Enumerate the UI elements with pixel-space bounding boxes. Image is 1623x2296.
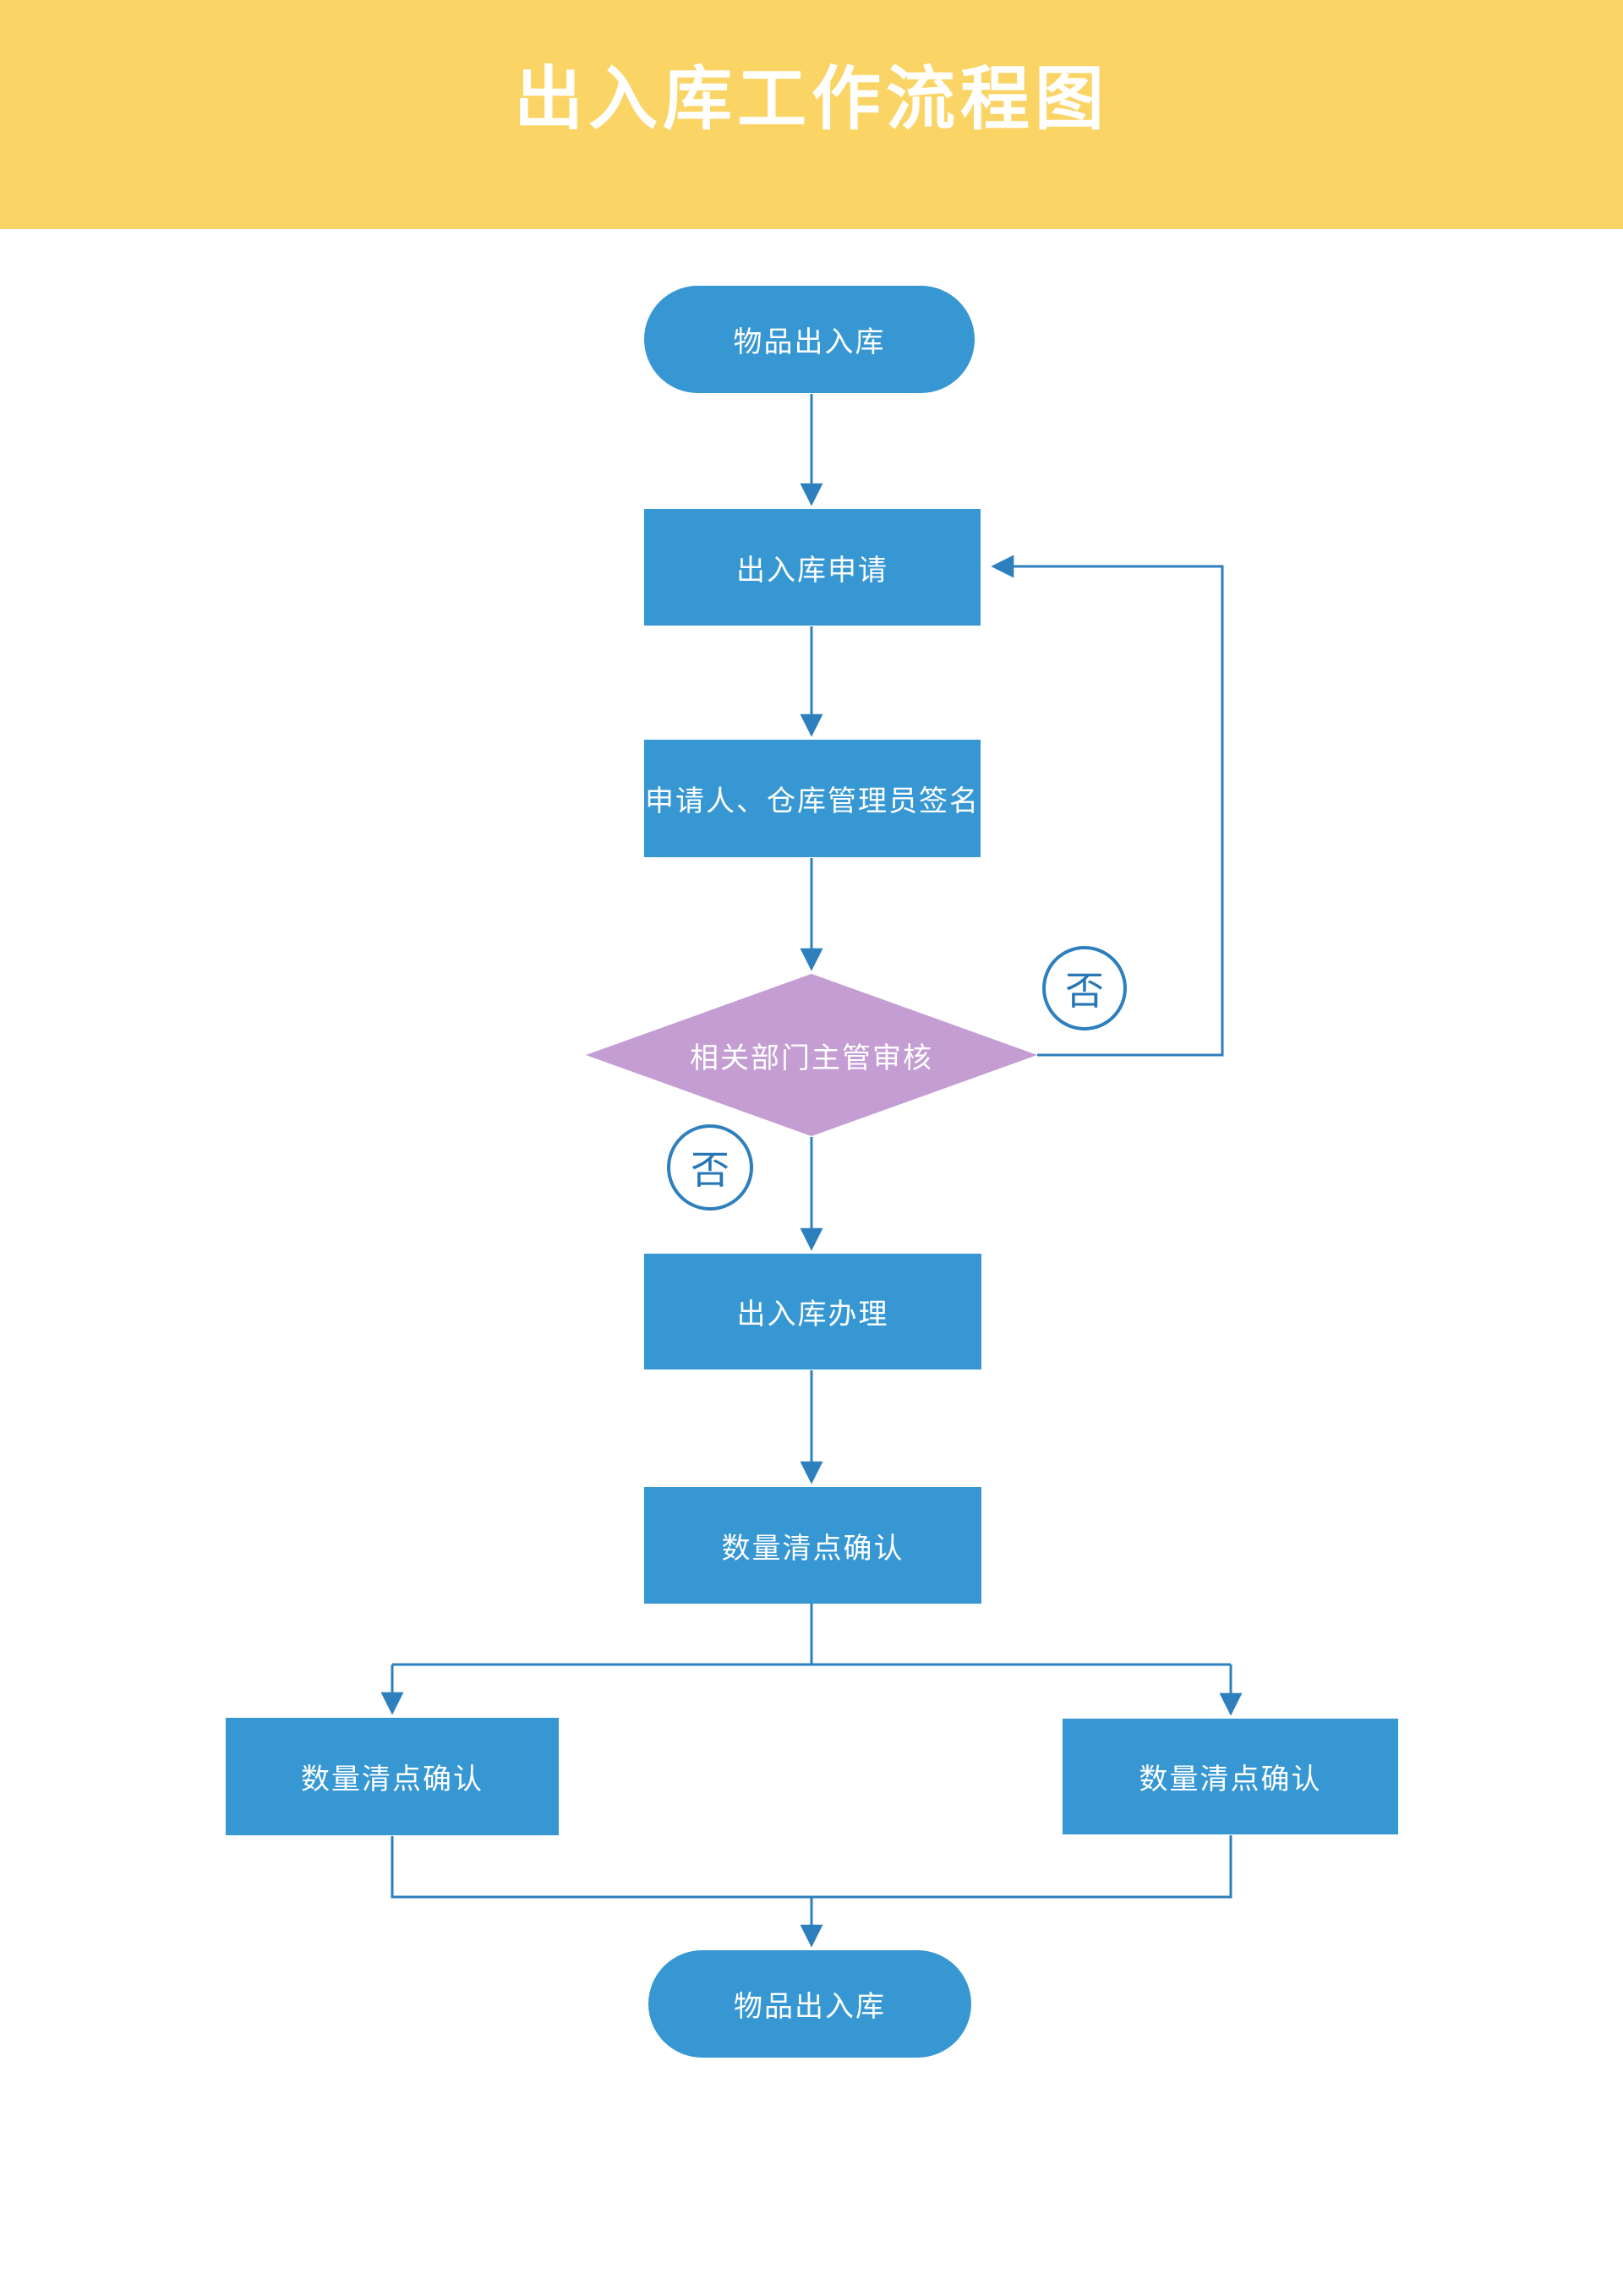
node-review-label: 相关部门主管审核 — [690, 1041, 933, 1074]
node-count-right-label: 数量清点确认 — [1139, 1763, 1322, 1796]
node-start: 物品出入库 — [644, 286, 975, 393]
node-count-right: 数量清点确认 — [1063, 1719, 1398, 1834]
no-label-left: 否 — [691, 1148, 730, 1192]
no-label-circle-right: 否 — [1042, 946, 1127, 1030]
node-apply-label: 出入库申请 — [736, 554, 888, 587]
node-end-label: 物品出入库 — [734, 1991, 886, 2023]
page-title: 出入库工作流程图 — [513, 61, 1109, 138]
node-end: 物品出入库 — [648, 1950, 971, 2058]
node-sign: 申请人、仓库管理员签名 — [644, 740, 981, 857]
no-label-circle-left: 否 — [667, 1124, 753, 1211]
no-label-right: 否 — [1065, 969, 1104, 1013]
edge-review-no-loop — [991, 555, 1224, 1057]
header-banner: 出入库工作流程图 — [0, 0, 1623, 229]
node-start-label: 物品出入库 — [733, 326, 886, 358]
node-count: 数量清点确认 — [644, 1487, 981, 1604]
node-count-left: 数量清点确认 — [226, 1718, 559, 1835]
node-handle: 出入库办理 — [644, 1254, 981, 1369]
node-count-left-label: 数量清点确认 — [301, 1763, 484, 1796]
node-sign-label: 申请人、仓库管理员签名 — [645, 785, 980, 817]
node-apply: 出入库申请 — [644, 509, 981, 626]
edge-merge-bar — [391, 1835, 1232, 1899]
node-handle-label: 出入库办理 — [736, 1298, 889, 1331]
node-count-label: 数量清点确认 — [721, 1532, 904, 1565]
